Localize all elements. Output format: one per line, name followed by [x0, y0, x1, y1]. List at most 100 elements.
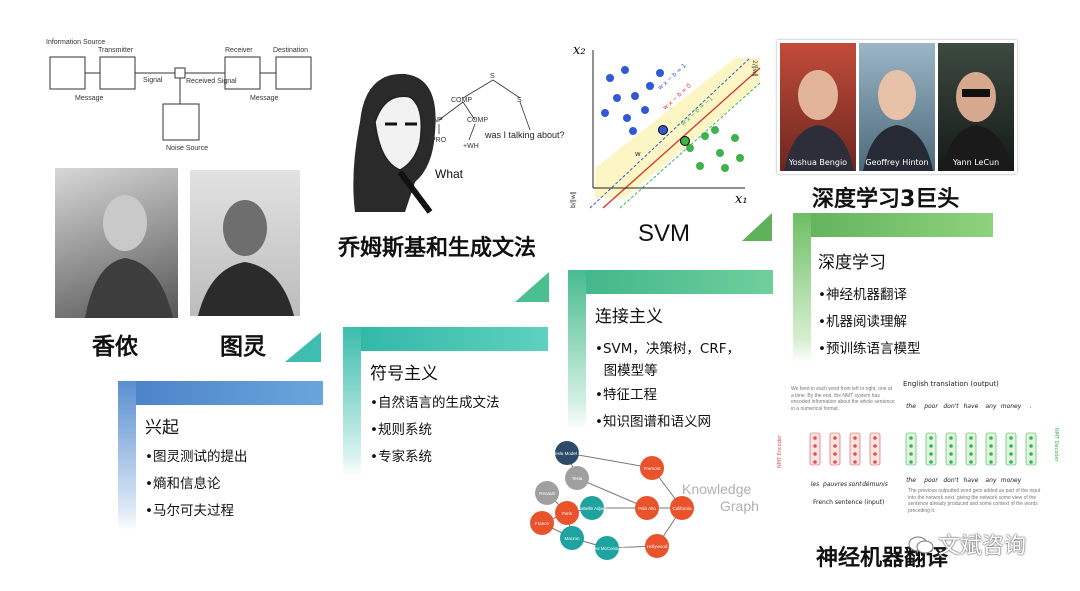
svm-point-blue [601, 109, 609, 117]
svm-y-label: x₂ [573, 43, 586, 58]
giants-photo-strip: Yoshua Bengio Geoffrey Hinton Yann LeCun [777, 40, 1017, 174]
nmt-input-word: sont [849, 481, 863, 488]
bengio-photo: Yoshua Bengio [780, 43, 856, 171]
nmt-decoder-dot [929, 452, 933, 456]
svm-x-label: x₁ [735, 192, 748, 207]
kg-node [565, 466, 589, 490]
channel-box [174, 67, 186, 79]
nmt-decoder-cell [965, 432, 977, 466]
kg-node [595, 536, 619, 560]
kg-node [635, 496, 659, 520]
svm-point-blue [656, 69, 664, 77]
kg-node-label: Isabelle Adjani [577, 506, 606, 511]
nmt-decoder-dot [969, 460, 973, 464]
tree-wh: +WH [463, 143, 479, 150]
nmt-decoder-cell [1005, 432, 1017, 466]
stage3-item: •知识图谱和语义网 [595, 414, 711, 430]
shannon-caption: 香侬 [92, 334, 138, 360]
stage3-item: 图模型等 [595, 363, 658, 379]
kg-node-label: France [535, 521, 550, 526]
nmt-decoder-dot [1009, 460, 1013, 464]
nmt-decoder-dot [929, 436, 933, 440]
nmt-decoder-dot [989, 460, 993, 464]
nmt-output-word: . [1030, 403, 1032, 410]
nmt-encoder-dot [813, 452, 817, 456]
nmt-decoder-dot [1029, 444, 1033, 448]
nmt-encoder-dot [873, 452, 877, 456]
svm-support-vector [658, 125, 668, 135]
nmt-decoder-dot [949, 444, 953, 448]
nmt-encoder-dot [833, 444, 837, 448]
nmt-input-word: pauvres [822, 481, 847, 488]
svm-point-blue [621, 66, 629, 74]
stage1-item: •马尔可夫过程 [145, 503, 234, 519]
nmt-decoder-dot [989, 436, 993, 440]
nmt-encoder-dot [873, 436, 877, 440]
kg-node [640, 456, 664, 480]
stage2-step [343, 327, 548, 351]
kg-node [580, 496, 604, 520]
nmt-encoder-dot [813, 460, 817, 464]
nmt-title: English translation (output) [903, 380, 999, 388]
kg-node [555, 501, 579, 525]
kg-node-label: Palo Alto [638, 506, 656, 511]
nmt-decoder-dot [909, 436, 913, 440]
nmt-encoder-dot [853, 460, 857, 464]
turing-caption: 图灵 [220, 334, 266, 360]
watermark: 文斌咨询 [908, 528, 1026, 560]
kg-node-label: Hollywood [647, 544, 668, 549]
kg-node [555, 441, 579, 465]
tree-s-right: S [517, 97, 522, 104]
nmt-output-word: money [1001, 403, 1022, 410]
nmt-encoder-dot [873, 444, 877, 448]
watermark-text: 文斌咨询 [938, 534, 1027, 559]
kg-node [670, 496, 694, 520]
stage2-riser [343, 327, 361, 477]
stage2-arrow-tip [285, 332, 321, 362]
giant-name-3: Yann LeCun [952, 158, 1000, 167]
nmt-decoder-cell [925, 432, 937, 466]
svm-support-vector [680, 136, 690, 146]
svm-point-blue [629, 127, 637, 135]
nmt-decoder-cell [1025, 432, 1037, 466]
noise-source-box [162, 103, 200, 141]
svm-w-label: w [635, 150, 641, 158]
svm-point-blue [631, 92, 639, 100]
kg-node-label: Tesla Model S [553, 451, 581, 456]
nmt-encoder-dot [853, 452, 857, 456]
wechat-icon [908, 535, 934, 555]
hinton-photo: Geoffrey Hinton [859, 43, 935, 171]
stage2-item: •规则系统 [370, 422, 432, 438]
stage3-item: •SVM，决策树，CRF， [595, 341, 740, 357]
transmitter-label: Transmitter [98, 47, 134, 54]
nmt-input-word: démunis [862, 481, 888, 488]
kg-node [645, 534, 669, 558]
stage1-list: •图灵测试的提出 •熵和信息论 •马尔可夫过程 [145, 444, 247, 525]
nmt-decoder-dot [1029, 452, 1033, 456]
nmt-decoder-dot [909, 452, 913, 456]
info-source-label: Information Source [46, 39, 105, 46]
stage1-item: •图灵测试的提出 [145, 449, 248, 465]
chomsky-caption: 乔姆斯基和生成文法 [338, 236, 537, 261]
kg-node-label: Paris [562, 511, 573, 516]
nmt-decoder-dot [909, 444, 913, 448]
svm-plot: x₁ x₂ w·x − b = 0 w·x − b = 1 w·x − b = … [570, 43, 761, 209]
kg-node-label: Renault [539, 491, 555, 496]
receiver-label: Receiver [225, 47, 253, 54]
svm-lower-line [619, 82, 761, 209]
stage4-item: •神经机器翻译 [818, 287, 907, 303]
svm-b-label: b/‖w‖ [570, 191, 577, 208]
nmt-decoder-dot [1009, 444, 1013, 448]
svm-point-green [701, 132, 709, 140]
nmt-encoder-dot [833, 460, 837, 464]
stage1-step [118, 381, 323, 405]
nmt-feedback-word: any [985, 477, 996, 484]
stage3-riser [568, 270, 586, 430]
svm-point-green [731, 134, 739, 142]
tree-pro: PRO [431, 137, 447, 144]
nmt-output-word: don't [943, 403, 959, 410]
message-right-label: Message [250, 95, 279, 102]
destination-label: Destination [273, 47, 308, 54]
